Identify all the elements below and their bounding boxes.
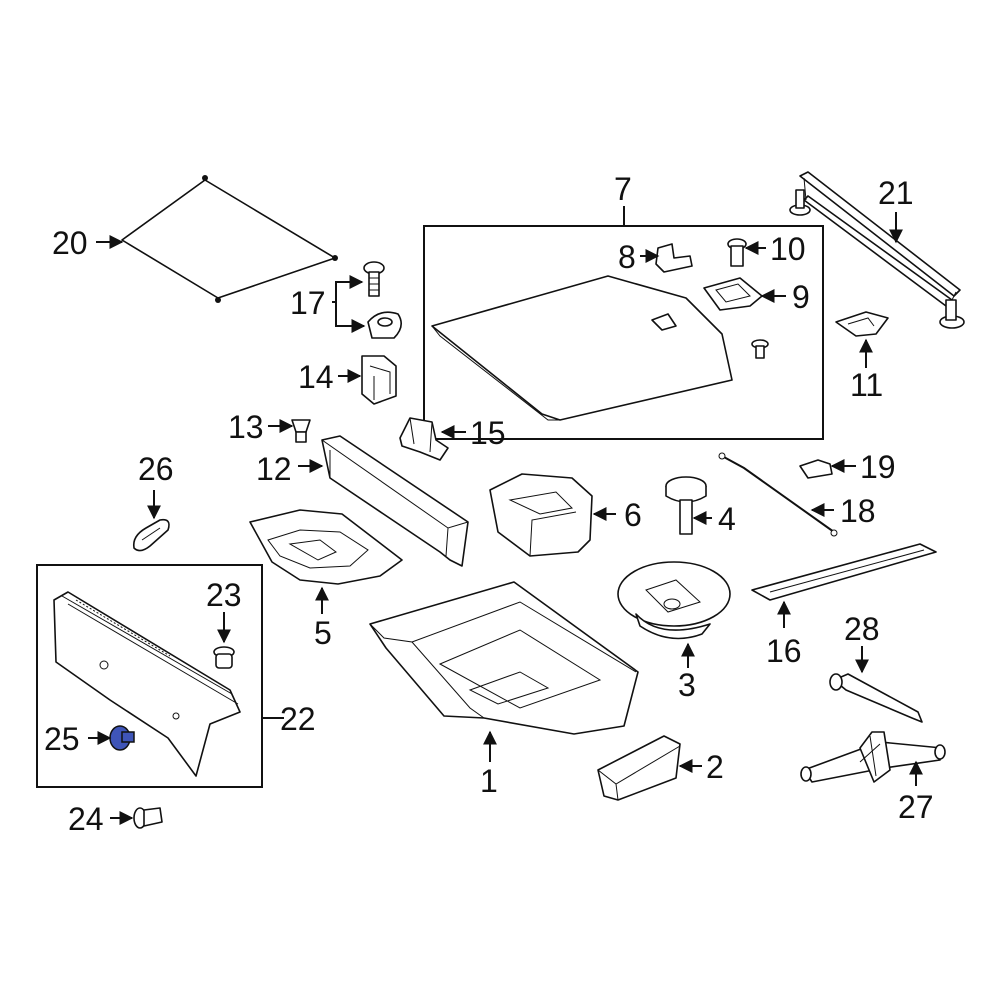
part-14-bracket[interactable]	[361, 355, 397, 405]
part-25-fastener-highlighted[interactable]	[109, 725, 135, 751]
callout-20[interactable]: 20	[52, 225, 88, 261]
part-3-wheel-well[interactable]	[617, 561, 731, 640]
callout-9[interactable]: 9	[792, 279, 810, 315]
part-21-cargo-bar[interactable]	[789, 171, 965, 329]
callout-17[interactable]: 17	[290, 285, 326, 321]
callout-7[interactable]: 7	[614, 171, 632, 207]
callout-22[interactable]: 22	[280, 701, 316, 737]
part-9-handle[interactable]	[703, 277, 763, 311]
part-1-trunk-tub[interactable]	[369, 581, 639, 735]
callout-15[interactable]: 15	[470, 415, 506, 451]
part-20-cargo-net[interactable]	[121, 175, 338, 303]
part-2-storage-box[interactable]	[597, 735, 681, 801]
callout-6[interactable]: 6	[624, 497, 642, 533]
part-10-pin[interactable]	[727, 238, 747, 267]
callout-28[interactable]: 28	[844, 611, 880, 647]
callout-18[interactable]: 18	[840, 493, 876, 529]
callout-26[interactable]: 26	[138, 451, 174, 487]
part-27-jack[interactable]	[800, 731, 946, 783]
part-15-bracket[interactable]	[399, 417, 449, 461]
callout-21[interactable]: 21	[878, 175, 914, 211]
callout-14[interactable]: 14	[298, 359, 334, 395]
part-11-bracket[interactable]	[835, 311, 889, 337]
callout-27[interactable]: 27	[898, 789, 934, 825]
leader-lines	[88, 206, 923, 825]
callout-labels: 20 7 8 10 9 21 11 17 14 13 15 12 26 5 6 …	[44, 171, 934, 837]
callout-11[interactable]: 11	[850, 367, 883, 403]
callout-5[interactable]: 5	[314, 615, 332, 651]
part-23-clip[interactable]	[213, 646, 235, 669]
callout-24[interactable]: 24	[68, 801, 104, 837]
callout-1[interactable]: 1	[480, 763, 498, 799]
callout-23[interactable]: 23	[206, 577, 242, 613]
part-6-foam-block[interactable]	[489, 473, 593, 557]
part-22-rear-trim[interactable]	[53, 591, 241, 777]
part-12-trim-panel[interactable]	[321, 435, 469, 567]
callout-16[interactable]: 16	[766, 633, 802, 669]
callout-2[interactable]: 2	[706, 749, 724, 785]
part-18-cable[interactable]	[718, 452, 838, 537]
callout-12[interactable]: 12	[256, 451, 292, 487]
part-24-bolt[interactable]	[133, 807, 163, 829]
callout-19[interactable]: 19	[860, 449, 896, 485]
part-26-pad[interactable]	[132, 518, 170, 552]
part-17-bolt[interactable]	[363, 261, 385, 297]
part-19-clip[interactable]	[799, 459, 833, 479]
group-frame-22	[36, 564, 263, 788]
part-28-wrench[interactable]	[829, 673, 923, 723]
part-13-clip[interactable]	[291, 419, 311, 443]
part-16-sill-plate[interactable]	[751, 543, 937, 601]
callout-8[interactable]: 8	[618, 239, 636, 275]
part-5-tray-insert[interactable]	[249, 509, 403, 585]
callout-13[interactable]: 13	[228, 409, 264, 445]
callout-3[interactable]: 3	[678, 667, 696, 703]
part-7-screw[interactable]	[751, 339, 769, 359]
part-7-floor-cover[interactable]	[431, 275, 733, 421]
callout-10[interactable]: 10	[770, 231, 806, 267]
callout-4[interactable]: 4	[718, 501, 736, 537]
callout-25[interactable]: 25	[44, 721, 80, 757]
part-8-hook[interactable]	[655, 243, 693, 273]
part-4-spinner-bolt[interactable]	[665, 476, 707, 535]
part-17-clip[interactable]	[367, 311, 402, 339]
